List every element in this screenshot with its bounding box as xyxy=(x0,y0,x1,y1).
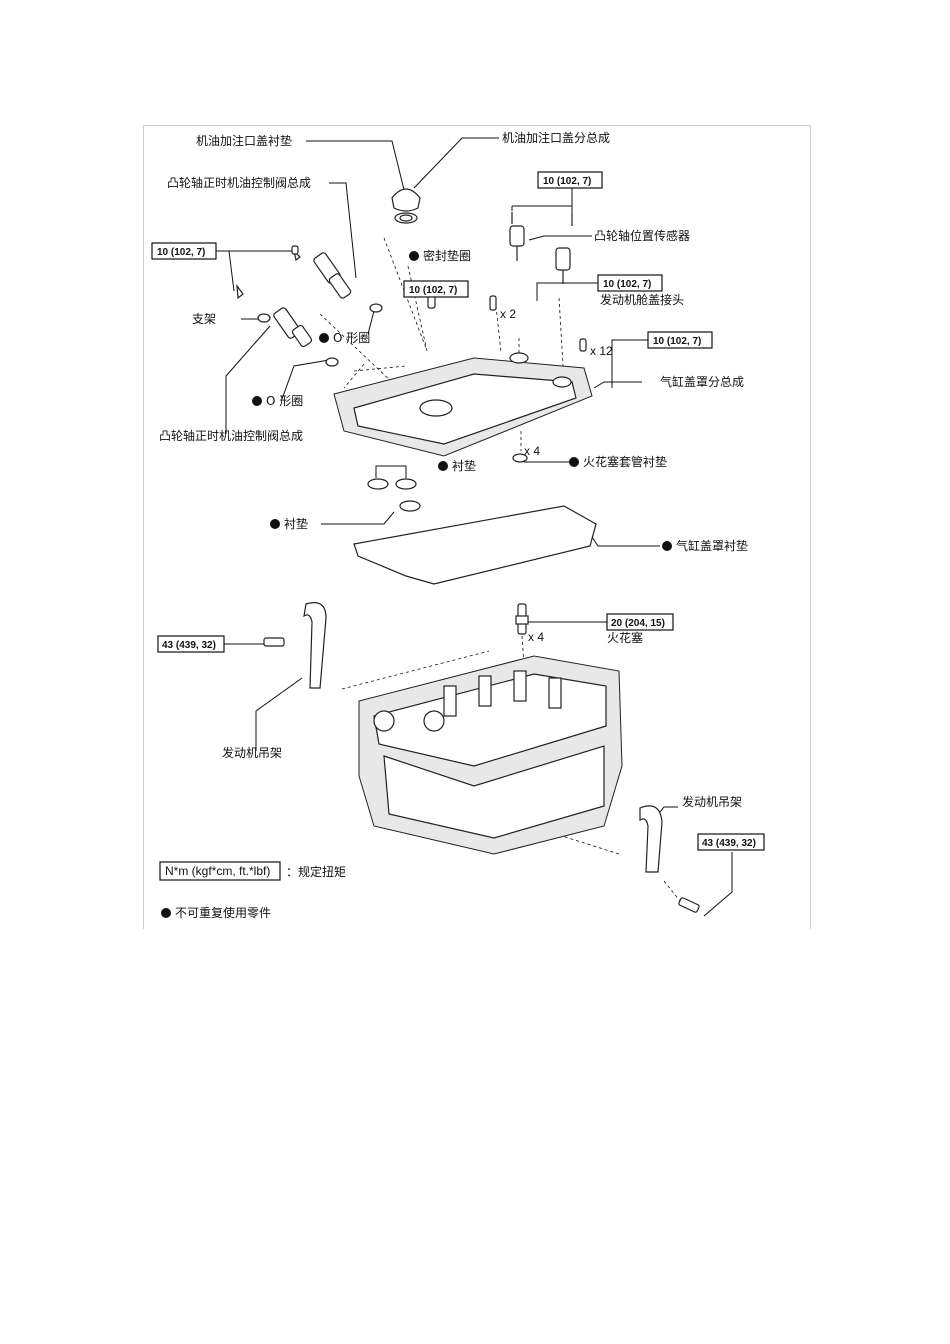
label-ocv-assembly-bottom: 凸轮轴正时机油控制阀总成 xyxy=(159,428,303,443)
non-reusable-icon xyxy=(409,251,419,261)
label-spark-plug: 火花塞 xyxy=(607,630,643,645)
cylinder-head xyxy=(358,655,623,855)
non-reusable-icon xyxy=(438,461,448,471)
engine-hanger-left xyxy=(263,602,327,689)
count-label: x 4 xyxy=(524,444,540,458)
torque-box: 10 (102, 7) xyxy=(157,247,205,258)
label-gasket-2: 衬垫 xyxy=(284,516,308,531)
diagram-canvas: 机油加注口盖衬垫 机油加注口盖分总成 凸轮轴正时机油控制阀总成 凸轮轴位置传感器… xyxy=(151,130,765,920)
torque-box: 10 (102, 7) xyxy=(653,336,701,347)
non-reusable-icon xyxy=(270,519,280,529)
small-gaskets xyxy=(367,478,421,512)
non-reusable-icon xyxy=(319,333,329,343)
exploded-parts-diagram: 机油加注口盖衬垫 机油加注口盖分总成 凸轮轴正时机油控制阀总成 凸轮轴位置传感器… xyxy=(143,125,811,929)
label-o-ring-1: O 形圈 xyxy=(333,331,370,345)
label-o-ring-2: O 形圈 xyxy=(266,394,303,408)
legend: N*m (kgf*cm, ft.*lbf) ：规定扭矩 不可重复使用零件 xyxy=(159,861,346,920)
label-bracket: 支架 xyxy=(192,312,216,326)
non-reusable-icon xyxy=(161,908,171,918)
label-cylinder-head-cover-sub-assembly: 气缸盖罩分总成 xyxy=(660,374,744,389)
label-seal-washer: 密封垫圈 xyxy=(423,248,471,263)
label-spark-plug-tube-gasket: 火花塞套管衬垫 xyxy=(583,454,667,469)
label-cylinder-head-cover-gasket: 气缸盖罩衬垫 xyxy=(676,538,748,553)
label-engine-hanger-left: 发动机吊架 xyxy=(222,745,282,760)
torque-box: 10 (102, 7) xyxy=(409,285,457,296)
count-label: x 2 xyxy=(500,307,516,321)
non-reusable-icon xyxy=(662,541,672,551)
cam-sensors xyxy=(509,212,573,284)
label-gasket-1: 衬垫 xyxy=(452,458,476,473)
torque-box: 20 (204, 15) xyxy=(611,618,665,629)
label-cam-position-sensor: 凸轮轴位置传感器 xyxy=(594,228,690,243)
label-ocv-assembly-top: 凸轮轴正时机油控制阀总成 xyxy=(167,175,311,190)
o-rings xyxy=(325,303,383,367)
oil-filler-cap xyxy=(391,188,421,224)
cylinder-head-cover xyxy=(333,352,593,463)
label-oil-filler-cap-gasket: 机油加注口盖衬垫 xyxy=(196,133,292,148)
torque-box: 43 (439, 32) xyxy=(702,838,756,849)
spark-plug xyxy=(515,603,529,635)
count-label: x 4 xyxy=(528,630,544,644)
legend-unit-text: ：规定扭矩 xyxy=(286,864,346,879)
label-engine-hanger-right: 发动机吊架 xyxy=(682,794,742,809)
label-oil-filler-cap-sub-assembly: 机油加注口盖分总成 xyxy=(502,130,610,145)
bolts xyxy=(291,245,587,352)
non-reusable-icon xyxy=(252,396,262,406)
torque-box: 43 (439, 32) xyxy=(162,640,216,651)
ocv-valve-top xyxy=(292,249,352,299)
ocv-valve-bottom xyxy=(236,283,313,348)
torque-box: 10 (102, 7) xyxy=(543,176,591,187)
quantity-counts: x 2 x 12 x 4 x 4 xyxy=(500,307,613,644)
torque-boxes: 10 (102, 7) 10 (102, 7) 10 (102, 7) 10 (… xyxy=(151,171,765,851)
legend-unit-box: N*m (kgf*cm, ft.*lbf) xyxy=(165,864,270,878)
legend-non-reusable: 不可重复使用零件 xyxy=(175,905,271,920)
count-label: x 12 xyxy=(590,344,613,358)
engine-hanger-right xyxy=(639,805,700,913)
torque-box: 10 (102, 7) xyxy=(603,279,651,290)
label-engine-hanger-fitting: 发动机舱盖接头 xyxy=(600,292,684,307)
cover-gasket xyxy=(353,505,597,585)
non-reusable-icon xyxy=(569,457,579,467)
callout-labels: 机油加注口盖衬垫 机油加注口盖分总成 凸轮轴正时机油控制阀总成 凸轮轴位置传感器… xyxy=(159,130,748,809)
